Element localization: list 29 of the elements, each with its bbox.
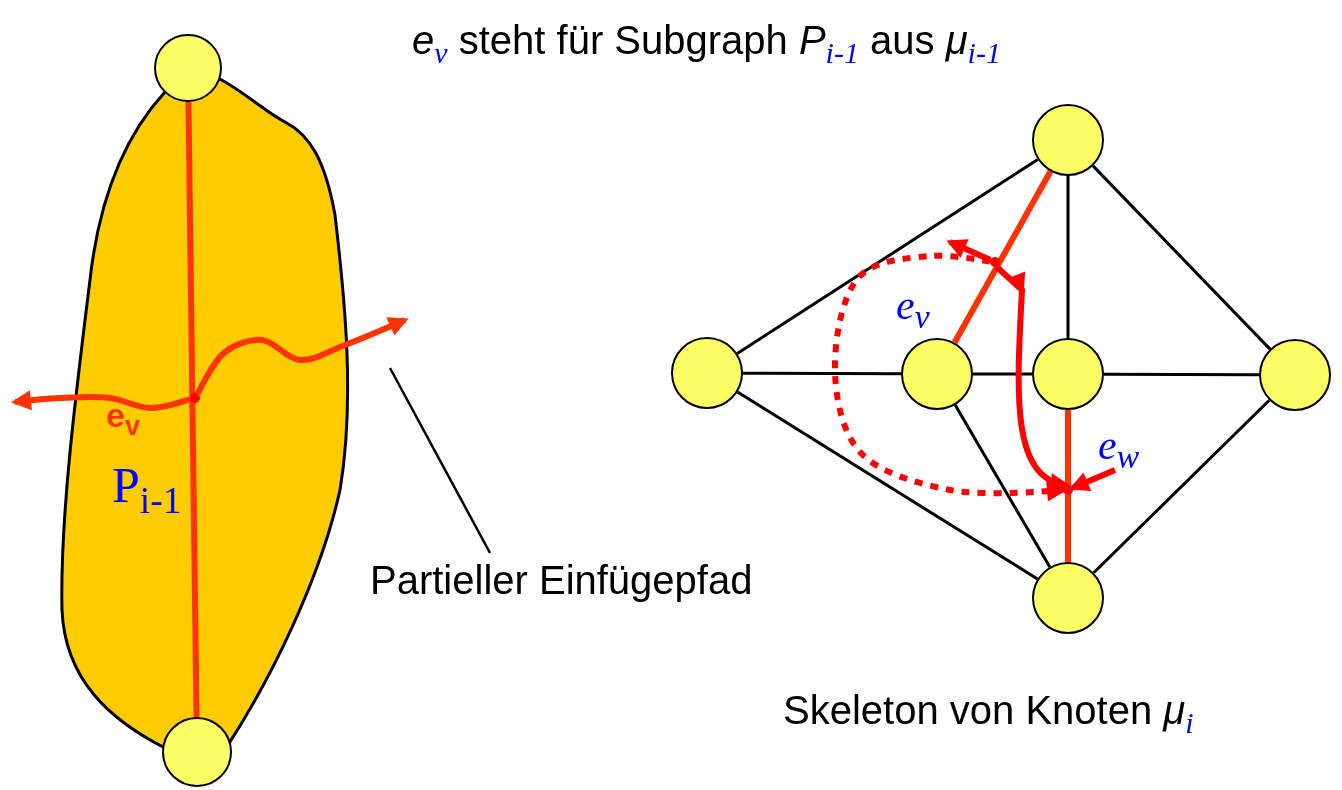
caption-text: Skeleton von Knoten μ$_{i}$ [783,688,1194,739]
edge-label: e$_{v}$ [106,398,141,439]
graph-edge [973,372,1032,376]
crossing-dot [1063,485,1073,495]
graph-edge [1104,372,1259,377]
crossing-dot [190,393,200,403]
arrow [994,264,1070,489]
graph-edge [1065,410,1071,562]
graph-vertex [1259,339,1331,411]
graph-vertex [1032,562,1104,634]
subgraph-label: P$_{i-1}$ [112,460,182,520]
graph-edge [951,169,1054,345]
graph-edge [736,158,1039,355]
crossing-dot [990,257,1000,267]
graph-edge [1092,399,1271,574]
graph-edge [953,404,1052,568]
annotation-text: Partieller Einfügepfad [370,558,754,602]
graph-edge [1066,176,1070,338]
arrow [195,317,409,396]
title: e$_{v}$ steht für Subgraph P$_{i-1}$ aus μ$_{i-1}$ [412,18,1001,69]
graph-vertex [1032,104,1104,176]
graph-edge [1091,164,1272,351]
arrow [11,390,192,411]
leader-line [388,367,492,554]
edge-label: e$_{v}$ [896,284,930,334]
graph-edge [736,390,1039,581]
edge-label: e$_{w}$ [1098,424,1140,474]
graph-edge [185,101,200,718]
graph-edge [743,371,901,376]
